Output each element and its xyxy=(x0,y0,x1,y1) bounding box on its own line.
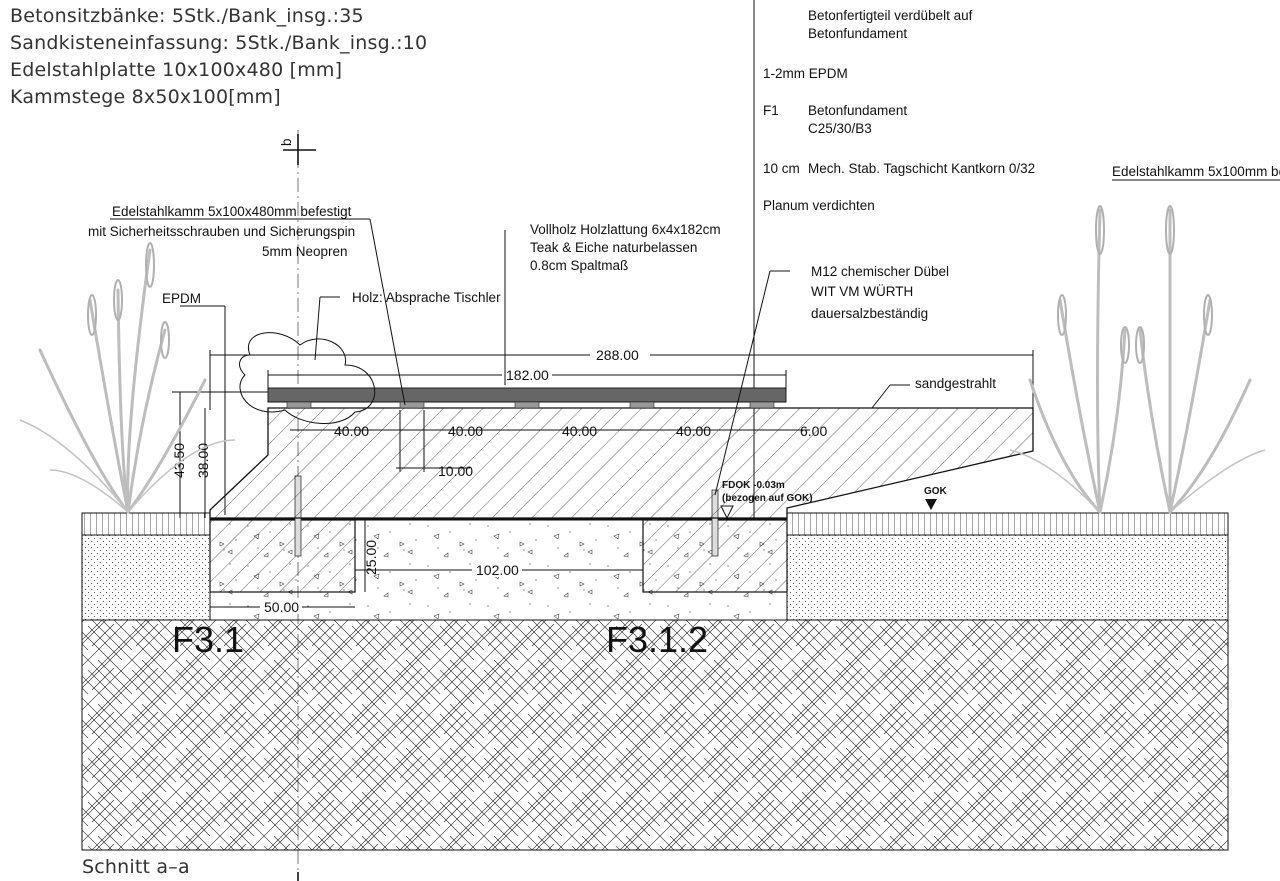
label-vollholz-3: 0.8cm Spaltmaß xyxy=(530,258,628,273)
paving-left xyxy=(81,512,211,536)
fdok-marker xyxy=(720,505,734,520)
subsoil-layer xyxy=(81,619,1229,851)
gok-marker xyxy=(925,499,937,510)
label-edelstahl-2: mit Sicherheitsschrauben und Sicherungsp… xyxy=(88,224,355,239)
section-marker: b xyxy=(279,138,294,146)
label-edelstahl-1: Edelstahlkamm 5x100x480mm befestigt xyxy=(112,204,352,219)
dim-38: 38.00 xyxy=(195,443,211,478)
legend-line1b: Betonfundament xyxy=(808,26,907,41)
dim-40-d: 40.00 xyxy=(676,423,711,439)
dim-6: 6.00 xyxy=(800,423,827,439)
label-m12-1: M12 chemischer Dübel xyxy=(811,264,949,279)
ground-layers xyxy=(81,512,1229,851)
note-betonsitzbaenke: Betonsitzbänke: 5Stk./Bank_insg.:35 xyxy=(10,5,364,27)
gravel-right xyxy=(786,534,1229,621)
leaders xyxy=(110,218,910,515)
note-sandkisteneinfassung: Sandkisteneinfassung: 5Stk./Bank_insg.:1… xyxy=(10,32,427,54)
legend-line3a: Betonfundament xyxy=(808,103,907,118)
label-gok: GOK xyxy=(924,486,948,497)
bench-body xyxy=(209,407,1034,519)
label-m12-3: dauersalzbeständig xyxy=(811,306,928,321)
foundation-left xyxy=(209,519,356,593)
legend-line1a: Betonfertigteil verdübelt auf xyxy=(808,8,973,23)
steel-combs xyxy=(286,401,775,409)
dim-4350: 43.50 xyxy=(171,443,187,478)
label-f312: F3.1.2 xyxy=(606,619,708,660)
dim-182: 182.00 xyxy=(506,367,549,383)
dim-288: 288.00 xyxy=(596,347,639,363)
label-m12-2: WIT VM WÜRTH xyxy=(811,284,913,299)
label-fdok-2: (bezogen auf GOK) xyxy=(722,493,813,504)
dim-50: 50.00 xyxy=(264,599,299,615)
label-fdok-1: FDOK -0.03m xyxy=(722,480,785,491)
dim-40-a: 40.00 xyxy=(334,423,369,439)
dim-40-c: 40.00 xyxy=(562,423,597,439)
label-epdm: EPDM xyxy=(162,291,201,306)
dim-10: 10.00 xyxy=(438,463,473,479)
note-edelstahlplatte: Edelstahlplatte 10x100x480 [mm] xyxy=(10,59,342,81)
legend-line5: Planum verdichten xyxy=(763,198,875,213)
gravel-left xyxy=(81,534,211,621)
dim-102: 102.00 xyxy=(476,562,519,578)
wood-slats xyxy=(267,387,787,403)
grass-left xyxy=(19,242,236,514)
dim-40-b: 40.00 xyxy=(448,423,483,439)
grass-right xyxy=(1009,205,1266,514)
label-holz: Holz: Absprache Tischler xyxy=(352,290,501,305)
label-vollholz-2: Teak & Eiche naturbelassen xyxy=(530,240,697,255)
annotations: Edelstahlkamm 5x100x480mm befestigt mit … xyxy=(82,204,996,878)
section-caption: Schnitt a–a xyxy=(82,856,190,878)
revision-cloud xyxy=(239,332,376,424)
dimensions: 288.00 182.00 40.00 40.00 40.00 40.00 6.… xyxy=(171,345,1034,615)
dim-25: 25.00 xyxy=(363,540,379,575)
legend-line4: Mech. Stab. Tagschicht Kantkorn 0/32 xyxy=(808,161,1035,176)
paving-right xyxy=(786,512,1229,536)
legend-line2: 1-2mm EPDM xyxy=(763,66,848,81)
bench xyxy=(209,332,1034,519)
note-kammstege: Kammstege 8x50x100[mm] xyxy=(10,86,281,108)
legend-right-note: Edelstahlkamm 5x100mm be xyxy=(1112,164,1280,179)
legend-line3-code: F1 xyxy=(763,103,779,118)
legend-line4-code: 10 cm xyxy=(763,161,800,176)
label-sandgestrahlt: sandgestrahlt xyxy=(915,376,996,391)
legend-line3b: C25/30/B3 xyxy=(808,121,872,136)
foundations xyxy=(209,475,788,593)
label-f31: F3.1 xyxy=(172,619,244,660)
label-vollholz-1: Vollholz Holzlattung 6x4x182cm xyxy=(530,222,721,237)
legend: Betonfertigteil verdübelt auf Betonfunda… xyxy=(763,8,1280,213)
header-notes: Betonsitzbänke: 5Stk./Bank_insg.:35 Sand… xyxy=(10,5,427,108)
label-edelstahl-3: 5mm Neopren xyxy=(262,244,348,259)
